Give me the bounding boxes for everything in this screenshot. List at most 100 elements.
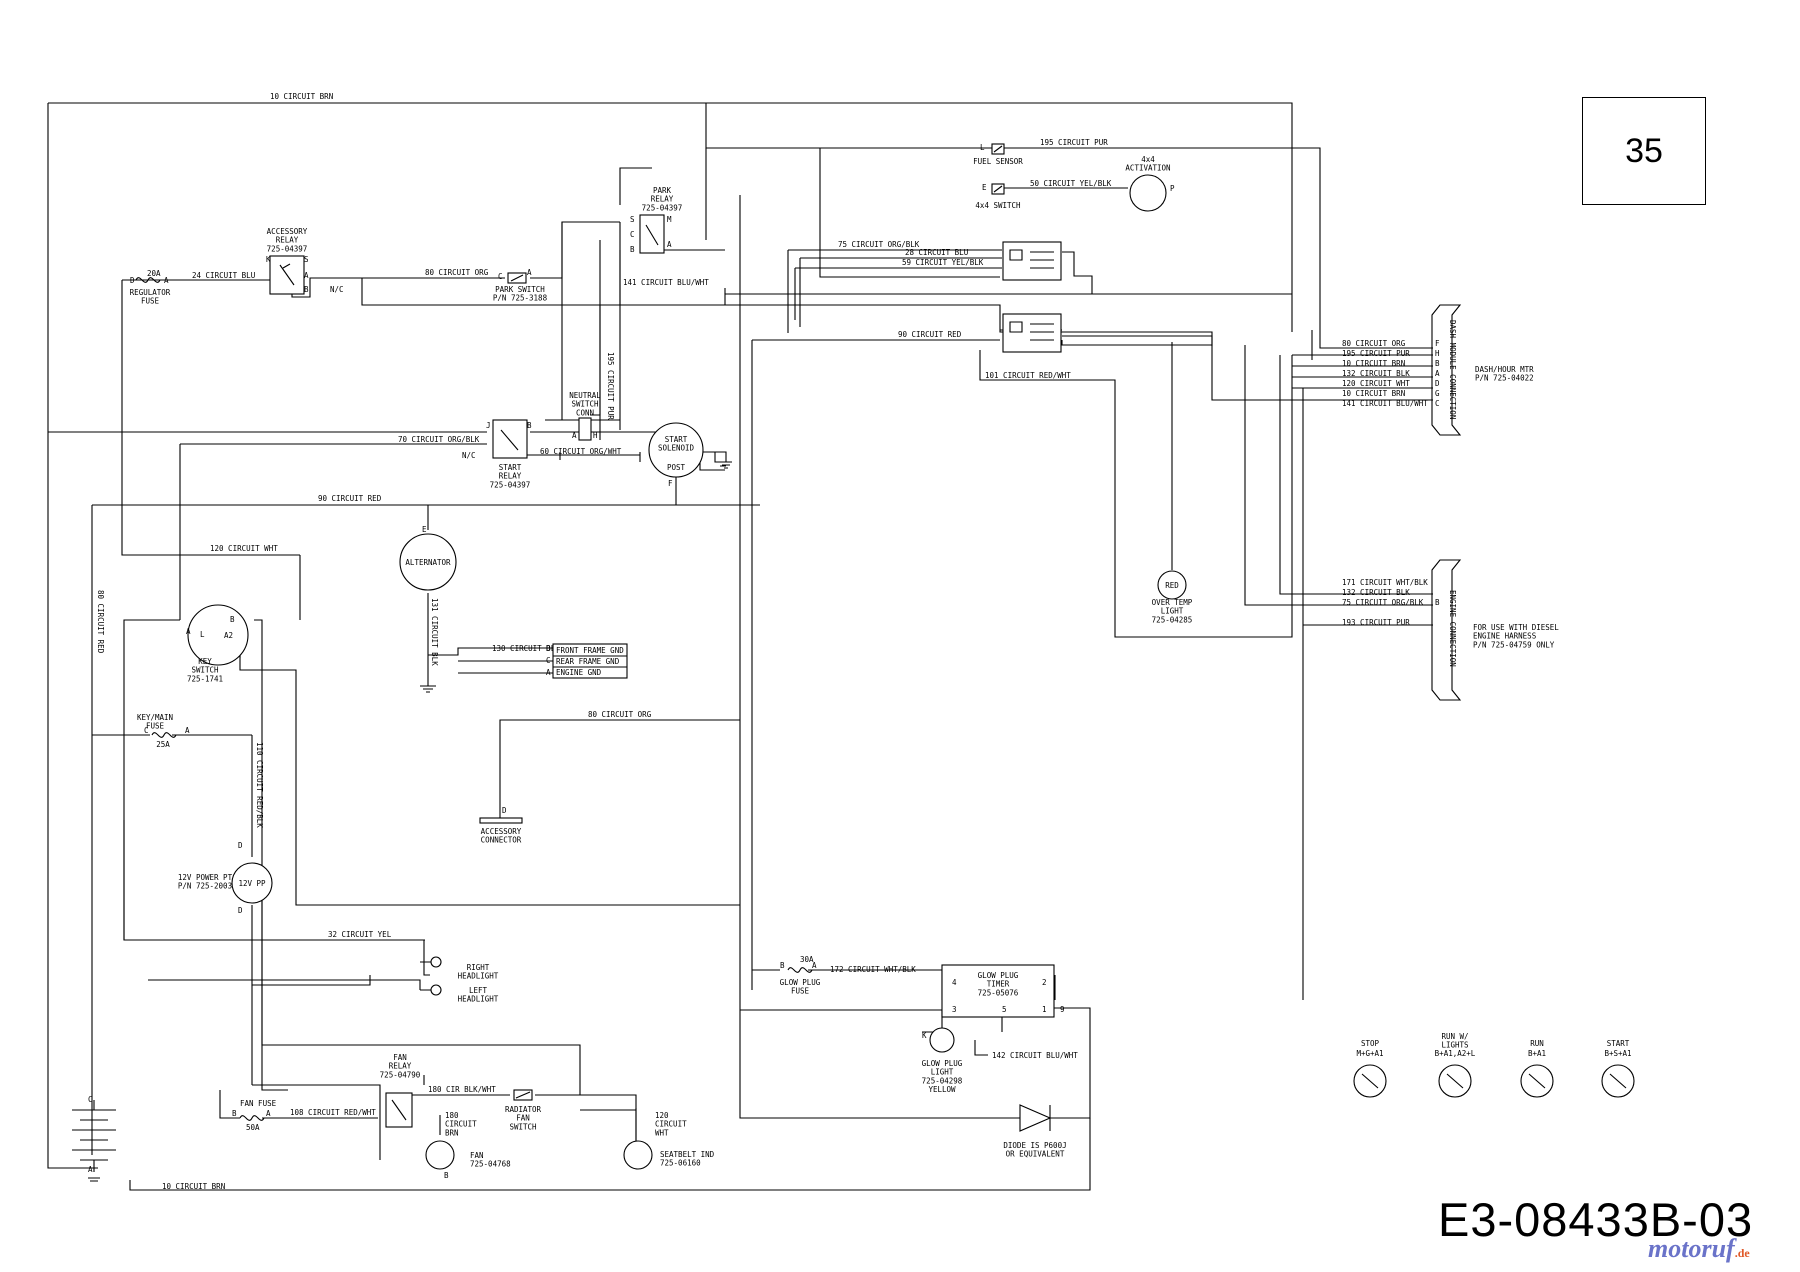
key-pos-run: RUN bbox=[1530, 1039, 1544, 1048]
watermark-suffix: .de bbox=[1734, 1246, 1750, 1260]
svg-text:L: L bbox=[200, 630, 205, 639]
right-headlight bbox=[430, 956, 442, 968]
svg-text:9: 9 bbox=[1060, 1005, 1065, 1014]
regulator-fuse-rating: 20A bbox=[147, 269, 161, 278]
wire-label-110: 110 CIRCUIT RED/BLK bbox=[255, 742, 264, 828]
svg-text:A: A bbox=[304, 271, 309, 280]
engine-connector bbox=[1431, 559, 1462, 701]
wire-label-195: 195 CIRCUIT PUR bbox=[1040, 138, 1108, 147]
ground-rear-label: REAR FRAME GND bbox=[556, 657, 620, 666]
start-relay-nc: N/C bbox=[462, 451, 476, 460]
svg-text:A: A bbox=[572, 431, 577, 440]
key-pos-run-lights: RUN W/LIGHTS bbox=[1441, 1032, 1469, 1050]
svg-text:C: C bbox=[88, 1095, 93, 1104]
relay-dash-2 bbox=[1002, 313, 1062, 353]
svg-text:P: P bbox=[1170, 184, 1175, 193]
dash-row: 132 CIRCUIT BLK bbox=[1342, 369, 1410, 378]
engine-row: 171 CIRCUIT WHT/BLK bbox=[1342, 578, 1428, 587]
svg-text:5: 5 bbox=[1002, 1005, 1007, 1014]
wire-label-90-top: 90 CIRCUIT RED bbox=[898, 330, 962, 339]
ground-engine-label: ENGINE GND bbox=[556, 668, 602, 677]
wire-label-80-left: 80 CIRCUIT RED bbox=[96, 590, 105, 654]
svg-text:B: B bbox=[630, 245, 635, 254]
glow-fuse-rating: 30A bbox=[800, 955, 814, 964]
svg-text:D: D bbox=[238, 906, 243, 915]
glow-plug-timer bbox=[941, 964, 1055, 1018]
svg-text:C: C bbox=[144, 726, 149, 735]
svg-text:A: A bbox=[266, 1109, 271, 1118]
wire-label-10-bottom: 10 CIRCUIT BRN bbox=[162, 1182, 225, 1191]
svg-text:C: C bbox=[1435, 399, 1440, 408]
dash-row: 141 CIRCUIT BLU/WHT bbox=[1342, 399, 1428, 408]
dash-connector bbox=[1431, 304, 1462, 436]
wire-label-101: 101 CIRCUIT RED/WHT bbox=[985, 371, 1071, 380]
wire-label-80a: 80 CIRCUIT ORG bbox=[425, 268, 489, 277]
svg-text:2: 2 bbox=[1042, 978, 1047, 987]
watermark-text: motoruf bbox=[1648, 1234, 1735, 1263]
engine-row: 75 CIRCUIT ORG/BLK bbox=[1342, 598, 1424, 607]
svg-text:D: D bbox=[1435, 379, 1440, 388]
power-point bbox=[231, 862, 273, 904]
wire-label-108: 108 CIRCUIT RED/WHT bbox=[290, 1108, 376, 1117]
fan-fuse-rating: 50A bbox=[246, 1123, 260, 1132]
relay-dash-1 bbox=[1002, 241, 1062, 281]
svg-text:K: K bbox=[266, 255, 271, 264]
dash-row: 80 CIRCUIT ORG bbox=[1342, 339, 1406, 348]
left-headlight bbox=[430, 984, 442, 996]
svg-text:C: C bbox=[498, 272, 503, 281]
wires bbox=[47, 102, 1433, 1191]
svg-text:B+A1,A2+L: B+A1,A2+L bbox=[1435, 1049, 1476, 1058]
svg-text:A: A bbox=[812, 961, 817, 970]
dash-row: 195 CIRCUIT PUR bbox=[1342, 349, 1410, 358]
fuel-sensor-label: FUEL SENSOR bbox=[973, 157, 1023, 166]
wire-label-120: 120 CIRCUIT WHT bbox=[210, 544, 278, 553]
key-pos-stop: STOP bbox=[1361, 1039, 1380, 1048]
svg-text:G: G bbox=[1435, 389, 1440, 398]
glow-plug-light bbox=[929, 1027, 955, 1053]
engine-connector-title: ENGINE CONNECTION bbox=[1448, 590, 1457, 667]
start-solenoid bbox=[648, 422, 704, 478]
svg-text:B+A1: B+A1 bbox=[1528, 1049, 1546, 1058]
start-relay bbox=[492, 419, 528, 459]
wire-label-10-top: 10 CIRCUIT BRN bbox=[270, 92, 333, 101]
svg-text:D: D bbox=[546, 644, 551, 653]
post-label: POST bbox=[667, 463, 686, 472]
svg-text:S: S bbox=[630, 215, 635, 224]
svg-text:M: M bbox=[667, 215, 672, 224]
watermark: motoruf.de bbox=[1648, 1234, 1750, 1264]
svg-text:1: 1 bbox=[1042, 1005, 1047, 1014]
svg-text:C: C bbox=[630, 230, 635, 239]
svg-text:H: H bbox=[593, 431, 598, 440]
wire-label-90-mid: 90 CIRCUIT RED bbox=[318, 494, 382, 503]
svg-text:B: B bbox=[1435, 359, 1440, 368]
wire-label-80b: 80 CIRCUIT ORG bbox=[588, 710, 652, 719]
alternator bbox=[399, 533, 457, 591]
diode bbox=[1019, 1104, 1052, 1132]
svg-text:B: B bbox=[444, 1171, 449, 1180]
wire-label-50: 50 CIRCUIT YEL/BLK bbox=[1030, 179, 1112, 188]
wire-label-131: 131 CIRCUIT BLK bbox=[430, 598, 439, 666]
svg-text:B: B bbox=[780, 961, 785, 970]
wire-label-70: 70 CIRCUIT ORG/BLK bbox=[398, 435, 480, 444]
